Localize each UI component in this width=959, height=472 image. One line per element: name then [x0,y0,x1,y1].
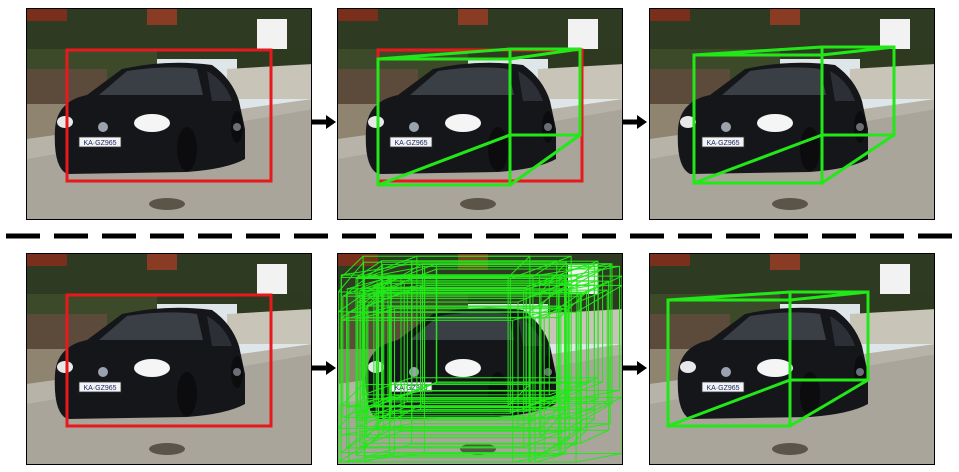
panel-top-3d-refined: KA·GZ965 [649,8,935,220]
3d-candidate-box [340,255,531,407]
2d-bounding-box [65,48,273,183]
svg-text:KA·GZ965: KA·GZ965 [706,385,739,392]
panel-top-3d-initial: KA·GZ965 [337,8,623,220]
panel-bottom-3d-candidates: KA·GZ965 [337,253,623,465]
3d-candidate-box [355,291,588,457]
3d-bounding-box [376,47,582,187]
arrow-right-icon [311,115,336,129]
arrow-right-icon [311,361,336,375]
3d-candidate-box [366,278,566,439]
3d-bounding-box [692,45,896,185]
panel-bottom-2d-box: KA·GZ965 [26,253,312,465]
3d-bounding-box [666,290,870,428]
svg-text:KA·GZ965: KA·GZ965 [83,140,116,147]
svg-text:KA·GZ965: KA·GZ965 [394,385,427,392]
svg-text:KA·GZ965: KA·GZ965 [394,140,427,147]
2d-bounding-box [65,293,273,428]
svg-text:KA·GZ965: KA·GZ965 [83,385,116,392]
row-separator-dashed-line [6,233,956,239]
arrow-right-icon [622,361,647,375]
panel-bottom-3d-selected: KA·GZ965 [649,253,935,465]
arrow-right-icon [622,115,647,129]
panel-top-2d-box: KA·GZ965 [26,8,312,220]
svg-text:KA·GZ965: KA·GZ965 [706,140,739,147]
